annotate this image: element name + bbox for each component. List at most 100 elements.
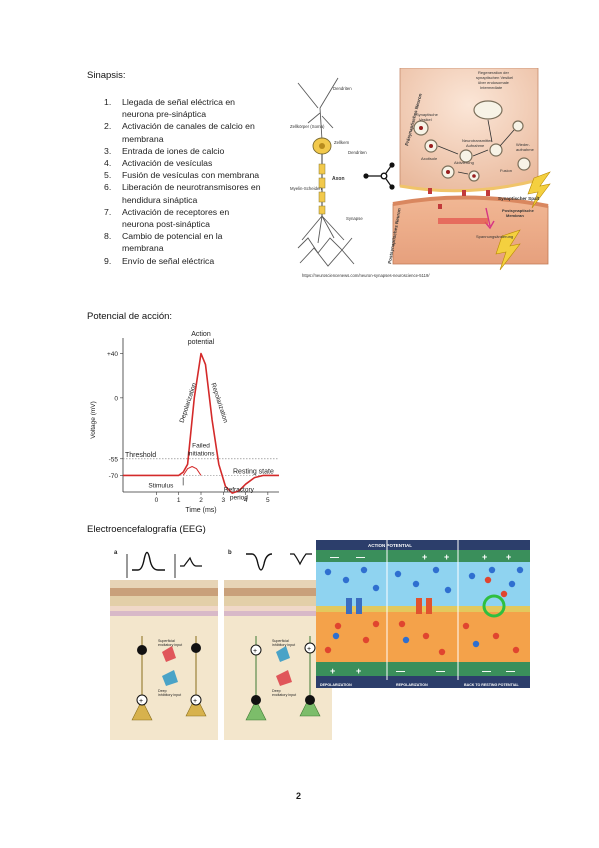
svg-text:Postsynaptische: Postsynaptische [502,208,535,213]
eeg-cortex-figure: a + + Superficial excitatory input Deep … [110,540,332,746]
svg-text:Zellkörper (Soma): Zellkörper (Soma) [290,124,325,129]
bolt-icon [527,171,551,209]
svg-text:inhibitory input: inhibitory input [158,693,181,697]
myelin-sheaths [318,163,326,215]
svg-text:synaptischen Vesikel: synaptischen Vesikel [476,75,513,80]
svg-text:Myelin-Scheiden: Myelin-Scheiden [290,186,322,191]
svg-text:Intermediate: Intermediate [480,85,503,90]
svg-text:Synapse: Synapse [346,216,363,221]
panel-b: b + + Superficial inhibitory input Deep … [224,550,332,740]
svg-text:—: — [356,552,365,562]
svg-text:Spannungsänderung: Spannungsänderung [476,234,513,239]
sinapsis-heading: Sinapsis: [87,70,126,81]
step-number: 9. [104,255,112,266]
svg-text:—: — [396,666,405,676]
svg-text:Deep: Deep [158,689,167,693]
svg-text:aufnahme: aufnahme [516,147,535,152]
ion-channel-figure: ACTION POTENTIAL ——++++ ++———— DEPOLARIZ… [316,540,530,688]
svg-text:+: + [356,666,361,676]
svg-text:+: + [139,698,143,705]
svg-text:Wieder-: Wieder- [516,142,531,147]
svg-text:—: — [436,666,445,676]
step-number: 5. [104,170,112,181]
synapse-step: 5.Fusión de vesículas con membrana [104,169,284,181]
step-text: Activación de vesículas [122,158,213,169]
x-axis-label: Time (ms) [185,507,216,514]
neuron-labels: Dendriten Zellkörper (Soma) Zellkern Den… [290,86,367,221]
x-tick-label: 3 [221,497,225,504]
annotation-failed: Failed [192,443,210,450]
y-tick-label: +40 [107,351,118,358]
svg-text:Dendriten: Dendriten [348,150,367,155]
x-tick-label: 2 [199,497,203,504]
step-text-cont: neurona pre-sináptica [122,109,207,120]
eeg-cortex-illustration: a + + Superficial excitatory input Deep … [110,550,332,740]
svg-text:Neurotransmitter: Neurotransmitter [462,138,492,143]
svg-text:inhibitory input: inhibitory input [272,643,295,647]
step-number: 7. [104,206,112,217]
step-text-cont: hendidura sináptica [122,194,198,205]
resting-label: BACK TO RESTING POTENTIAL [464,683,519,687]
step-text: Liberación de neurotransmisores en [122,182,261,193]
x-tick-label: 4 [244,497,248,504]
synapse-step: 3.Entrada de iones de calcio [104,145,284,157]
series-line [123,352,279,494]
synapse-figure: Dendriten Zellkörper (Soma) Zellkern Den… [288,67,552,283]
svg-text:Vesikel: Vesikel [419,117,432,122]
eeg-heading: Electroencefalografía (EEG) [87,524,206,535]
step-number: 8. [104,231,112,242]
svg-text:Superficial: Superficial [272,639,289,643]
step-text: Activación de canales de calcio en [122,121,255,132]
receptors [428,188,490,209]
y-tick-label: -70 [109,473,119,480]
svg-text:—: — [506,666,515,676]
step-text: Activación de receptores en [122,206,230,217]
svg-text:Axon: Axon [332,176,345,182]
neuron-drawing [297,77,355,267]
step-text-cont: membrana [122,243,164,254]
svg-text:Synaptische: Synaptische [416,112,439,117]
ion-channel-illustration: ACTION POTENTIAL ——++++ ++———— DEPOLARIZ… [316,540,530,688]
synapse-step: 9.Envío de señal eléctrica [104,255,284,267]
annotation-depolarization: Depolarization [179,382,199,424]
synapse-step: 4.Activación de vesículas [104,157,284,169]
annotation-potential: potential [188,339,215,346]
connector-nodes [363,162,395,190]
svg-text:—: — [482,666,491,676]
synapse-steps-list: 1. Llegada de señal eléctrica en neurona p… [104,96,284,267]
x-tick-label: 1 [177,497,181,504]
step-text: Cambio de potencial en la [122,231,223,242]
x-tick-label: 0 [155,497,159,504]
svg-text:über endosomale: über endosomale [478,80,510,85]
svg-text:excitatory input: excitatory input [272,693,296,697]
depolarization-label: DEPOLARIZATION [320,683,352,687]
step-number: 6. [104,182,112,193]
step-text: Llegada de señal eléctrica en [122,97,236,107]
svg-text:Deep: Deep [272,689,281,693]
svg-text:a: a [114,550,118,556]
svg-text:Aktivierung: Aktivierung [454,160,474,165]
step-number: 2. [104,121,112,132]
annotation-action: Action [191,331,211,338]
synapse-illustration: Dendriten Zellkörper (Soma) Zellkern Den… [290,67,551,278]
annotation-refractory: Refractory [224,486,255,493]
step-number: 3. [104,145,112,156]
synapse-arrows [437,119,515,175]
annotation-period: period [230,494,248,501]
step-number: 1. [104,97,112,107]
bolt-icon [495,229,521,271]
svg-text:+: + [444,552,449,562]
synaptic-vesicles [413,100,531,182]
svg-text:—: — [330,552,339,562]
svg-text:Axotisole: Axotisole [421,156,438,161]
svg-text:Fusion: Fusion [500,168,512,173]
y-axis-label: Voltage (mV) [90,401,97,439]
y-tick-label: -55 [109,456,119,463]
y-tick-label: 0 [114,395,118,402]
series-line [182,466,202,476]
potencial-heading: Potencial de acción: [87,311,173,322]
